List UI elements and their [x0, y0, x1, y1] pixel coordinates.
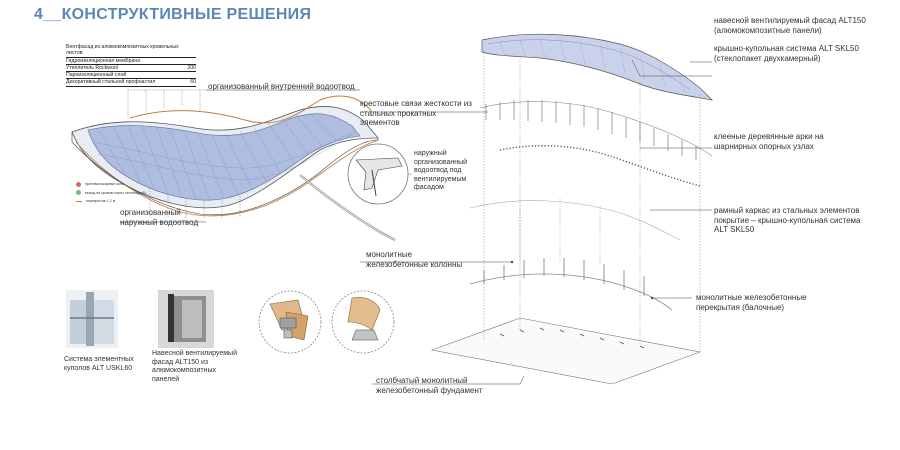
joint-detail-circle-2 — [331, 290, 395, 354]
roof-perspective-drawing — [71, 89, 396, 242]
layer-row: Пароизоляционный слой — [66, 72, 196, 80]
glulam-arches-label: клееные деревянные арки на шарнирных опо… — [714, 132, 824, 151]
layer-row: Декоративный стальной профнастил 60 — [66, 79, 196, 87]
rc-columns-label: монолитные железобетонные колонны — [366, 250, 463, 269]
rc-slabs-label: монолитные железобетонные перекрытия (ба… — [696, 293, 807, 312]
legend-item: перекрытие 1,2 м — [76, 197, 146, 206]
legend-label: противопожарные окна — [85, 182, 124, 186]
steel-frame-label: рамный каркас из стальных элементов покр… — [714, 206, 861, 234]
foundation-label: столбчатый монолитный железобетонный фун… — [376, 376, 483, 395]
red-dot-icon — [76, 181, 81, 187]
legend-item: выход на кровлю через лестницу (8) — [76, 189, 146, 198]
legend-item: противопожарные окна — [76, 180, 146, 189]
legend-label: выход на кровлю через лестницу (8) — [85, 190, 146, 195]
legend: противопожарные окна выход на кровлю чер… — [76, 180, 146, 206]
layer-name: Гидроизоляционная мембрана — [66, 57, 141, 64]
layer-value: 60 — [190, 79, 196, 86]
cross-bracing-label: крестовые связи жесткости из стальных пр… — [360, 99, 472, 127]
facade-system-photo — [158, 290, 214, 348]
facade-alt150-label: навесной вентилируемый фасад ALT150 (алю… — [714, 16, 866, 35]
layer-row: Утеплитель Rockwool 200 — [66, 64, 196, 73]
drain-detail-circle — [347, 143, 412, 205]
legend-label: перекрытие 1,2 м — [86, 199, 116, 203]
green-dot-icon — [76, 190, 81, 196]
joint-detail-circle-1 — [258, 290, 322, 354]
outer-drain-note: наружный организованный водоотвод под ве… — [414, 150, 468, 191]
layer-row: Гидроизоляционная мембрана — [66, 58, 196, 65]
dome-system-photo — [66, 290, 118, 348]
layers-table: Вентфасад из алюмокомпозитных кровельных… — [66, 44, 196, 87]
layer-name: Пароизоляционный слой — [66, 72, 127, 79]
layer-name: Декоративный стальной профнастил — [66, 79, 156, 86]
leader-lines — [120, 59, 712, 385]
layers-table-header: Вентфасад из алюмокомпозитных кровельных… — [66, 44, 196, 58]
exploded-axonometric — [430, 33, 714, 385]
roof-skl50-label: крышно-купольная система ALT SKL50 (стек… — [714, 44, 859, 63]
facade-system-caption: Навесной вентилируемый фасад ALT150 из а… — [152, 350, 237, 383]
page-title: 4__КОНСТРУКТИВНЫЕ РЕШЕНИЯ — [34, 6, 312, 23]
external-drain-label: организованный наружный водоотвод — [120, 208, 199, 227]
dome-system-caption: Система элементных куполов ALT USKL60 — [64, 356, 134, 372]
orange-line-icon — [76, 200, 82, 202]
internal-drain-label: организованный внутренний водоотвод — [208, 82, 355, 91]
layer-value: 200 — [187, 64, 196, 71]
layer-name: Утеплитель Rockwool — [66, 64, 118, 71]
